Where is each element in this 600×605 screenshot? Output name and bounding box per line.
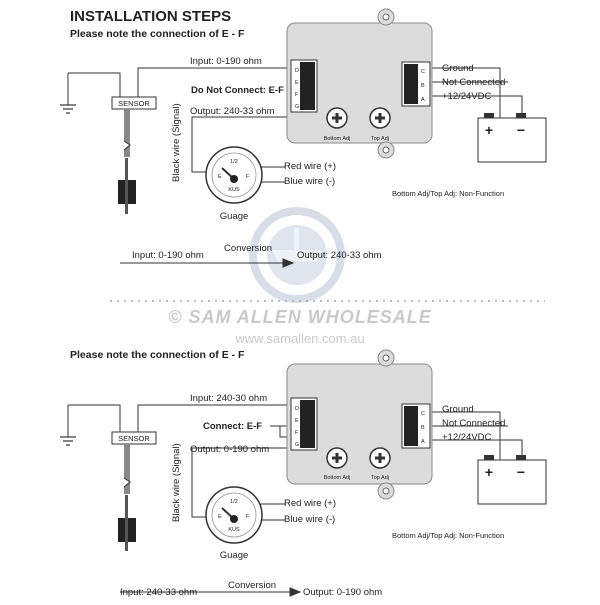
wires: [68, 404, 523, 597]
battery-negative: −: [517, 122, 525, 138]
red-wire-label: Red wire (+): [284, 498, 336, 509]
input-label: Input: 240-30 ohm: [190, 393, 267, 404]
gauge-brand: KUS: [228, 527, 240, 533]
gauge-half-label: 1/2: [230, 159, 238, 165]
battery-icon: + −: [477, 113, 547, 163]
gauge-brand: KUS: [228, 187, 240, 193]
gauge-full-label: F: [246, 514, 250, 520]
terminal-e: E: [295, 418, 299, 424]
power-label: +12/24VDC: [442, 432, 492, 443]
power-label: +12/24VDC: [442, 91, 492, 102]
top-adj-screw-icon: [369, 107, 391, 129]
bottom-adj-screw-icon: [326, 107, 348, 129]
gauge-label: Guage: [220, 550, 249, 561]
terminal-d: D: [295, 406, 299, 412]
sensor-label: SENSOR: [118, 99, 150, 108]
top-adj-label: Top Adj: [371, 136, 389, 142]
terminal-f: F: [295, 430, 299, 436]
conversion-output: Output: 0-190 ohm: [303, 587, 382, 598]
ground-symbol: [60, 405, 76, 446]
terminal-c: C: [421, 411, 425, 417]
connection-note: Please note the connection of E - F: [70, 349, 245, 361]
conversion-word: Conversion: [224, 243, 272, 254]
ground-label: Ground: [442, 404, 474, 415]
not-connected-label: Not Connected: [442, 418, 505, 429]
watermark-name: © SAM ALLEN WHOLESALE: [168, 307, 432, 327]
converter-box: D E F G C B A Bottom Adj Top Adj: [286, 8, 433, 159]
terminal-b: B: [421, 83, 425, 89]
diagram-1: Please note the connection of E - F SENS…: [60, 8, 547, 268]
ef-label: Do Not Connect: E-F: [191, 85, 284, 96]
page-title: INSTALLATION STEPS: [70, 8, 231, 25]
input-label: Input: 0-190 ohm: [190, 56, 262, 67]
terminal-g: G: [295, 442, 299, 448]
terminal-f: F: [295, 92, 299, 98]
battery-negative: −: [517, 464, 525, 480]
gauge-empty-label: E: [218, 514, 222, 520]
sensor: SENSOR: [111, 431, 157, 551]
ground-symbol: [60, 73, 76, 114]
signal-wire-label: Black wire (Signal): [171, 443, 182, 522]
output-label: Output: 240-33 ohm: [190, 106, 275, 117]
output-label: Output: 0-190 ohm: [190, 444, 269, 455]
battery-positive: +: [485, 464, 493, 480]
terminal-a: A: [421, 439, 425, 445]
blue-wire-label: Blue wire (-): [284, 514, 335, 525]
signal-wire-label: Black wire (Signal): [171, 103, 182, 182]
conversion-input: Input: 0-190 ohm: [132, 250, 204, 261]
bottom-adj-label: Bottom Adj: [324, 475, 351, 481]
adj-note: Bottom Adj/Top Adj: Non-Function: [392, 531, 504, 540]
watermark-emblem: [249, 207, 345, 303]
gauge-label: Guage: [220, 211, 249, 222]
gauge-icon: E F 1/2 KUS: [205, 486, 263, 544]
gauge-half-label: 1/2: [230, 499, 238, 505]
blue-wire-label: Blue wire (-): [284, 176, 335, 187]
ground-label: Ground: [442, 63, 474, 74]
top-adj-label: Top Adj: [371, 475, 389, 481]
converter-box: D E F G C B A Bottom Adj Top Adj: [286, 349, 433, 500]
connection-note: Please note the connection of E - F: [70, 28, 245, 40]
diagram-2: Please note the connection of E - F SENS…: [60, 349, 547, 598]
watermark-url: www.samallen.com.au: [234, 331, 364, 346]
bottom-adj-label: Bottom Adj: [324, 136, 351, 142]
ef-label: Connect: E-F: [203, 421, 262, 432]
sensor: SENSOR: [111, 96, 157, 214]
not-connected-label: Not Connected: [442, 77, 505, 88]
gauge-empty-label: E: [218, 174, 222, 180]
terminal-d: D: [295, 68, 299, 74]
red-wire-label: Red wire (+): [284, 161, 336, 172]
adj-note: Bottom Adj/Top Adj: Non-Function: [392, 189, 504, 198]
terminal-c: C: [421, 69, 425, 75]
terminal-a: A: [421, 97, 425, 103]
terminal-b: B: [421, 425, 425, 431]
gauge-full-label: F: [246, 174, 250, 180]
terminal-e: E: [295, 80, 299, 86]
top-adj-screw-icon: [369, 447, 391, 469]
sensor-label: SENSOR: [118, 434, 150, 443]
battery-icon: + −: [477, 455, 547, 505]
conversion-output: Output: 240-33 ohm: [297, 250, 382, 261]
conversion-input: Input: 240-33 ohm: [120, 587, 197, 598]
gauge-icon: E F 1/2 KUS: [205, 146, 263, 204]
terminal-g: G: [295, 104, 299, 110]
conversion-word: Conversion: [228, 580, 276, 591]
battery-positive: +: [485, 122, 493, 138]
bottom-adj-screw-icon: [326, 447, 348, 469]
